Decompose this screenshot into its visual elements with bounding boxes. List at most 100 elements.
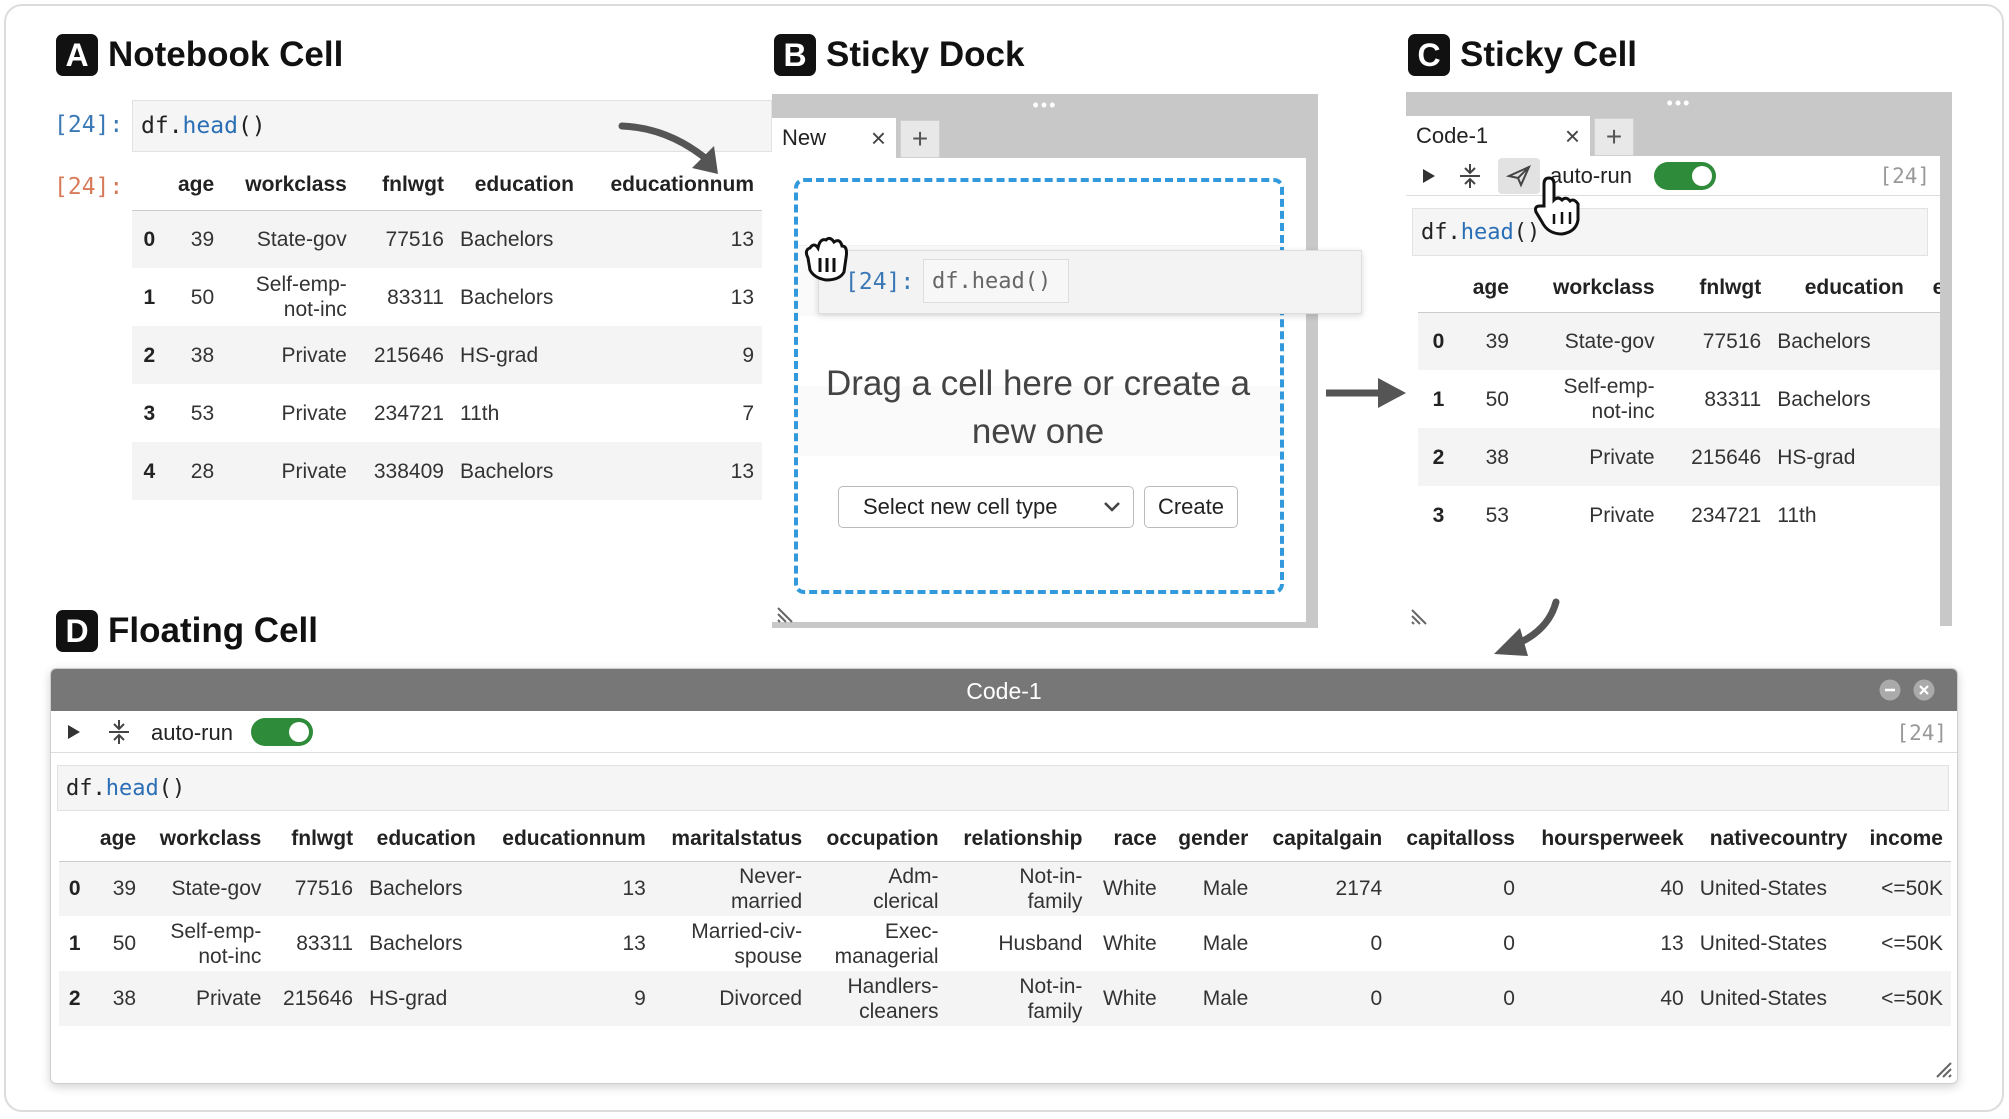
tab-close-icon[interactable]: × [1564,120,1580,151]
table-cell: Private [281,459,347,483]
column-header: occupation [826,826,939,850]
row-index: 4 [143,459,156,483]
minimize-icon[interactable] [1879,679,1901,701]
table-cell: 9 [742,343,754,367]
sticky-code-editor[interactable]: df.head() [1412,208,1928,256]
tab-new[interactable]: New × [772,118,896,158]
output-prompt: [24]: [54,174,124,200]
add-tab-button[interactable]: + [1594,118,1634,156]
autorun-toggle[interactable] [1654,162,1716,190]
column-header: capitalloss [1406,826,1515,850]
dragged-cell-prompt: [24]: [845,269,915,295]
table-cell: 39 [1485,329,1509,353]
row-index: 0 [68,877,81,901]
resize-handle-icon[interactable] [1410,604,1432,626]
row-index: 1 [143,285,156,309]
table-cell: 338409 [373,459,444,483]
row-index: 3 [143,401,156,425]
table-cell: Bachelors [1777,387,1871,411]
notebook-code-cell[interactable]: df.head() [132,100,772,152]
panel-a-badge: A [56,34,98,76]
code-function: head [1460,220,1514,245]
table-cell [1912,370,1940,428]
table-cell: 0 [1503,877,1515,901]
dock-drag-handle[interactable]: ••• [1032,95,1058,115]
add-tab-button[interactable]: + [900,120,940,158]
panel-a-title: A Notebook Cell [56,34,343,76]
send-button[interactable] [1498,158,1540,194]
sticky-drag-handle[interactable]: ••• [1666,93,1692,113]
run-icon[interactable] [67,724,81,740]
cell-type-select[interactable]: Select new cell type [838,486,1134,528]
input-prompt: [24]: [54,112,124,138]
column-header: fnlwgt [291,826,354,850]
autorun-toggle[interactable] [251,718,313,746]
table-cell: Not-in-family [1019,974,1083,1023]
table-cell: Private [1589,445,1655,469]
table-cell: United-States [1699,987,1827,1010]
panel-b-title: B Sticky Dock [774,34,1024,76]
collapse-icon[interactable] [107,718,131,746]
table-cell: 28 [190,459,215,483]
table-cell: Self-emp-not-inc [1563,375,1655,423]
flow-arrow-down [1494,598,1560,656]
close-window-icon[interactable] [1913,679,1935,701]
row-index: 0 [1432,329,1445,353]
floating-titlebar[interactable]: Code-1 [51,669,1957,711]
tab-code-1-label: Code-1 [1416,123,1489,148]
row-index: 2 [1432,445,1445,469]
dragged-cell-code: df.head() [923,259,1069,303]
tab-close-icon[interactable]: × [870,122,886,153]
sticky-toolbar: auto-run [24] [1406,156,1940,196]
column-header: fnlwgt [1699,275,1762,299]
drop-zone[interactable] [794,178,1284,594]
dragged-cell[interactable]: [24]: df.head() [818,250,1362,314]
table-cell: White [1102,932,1157,955]
code-object: df. [66,776,106,801]
run-icon[interactable] [1422,168,1436,184]
table-cell: United-States [1699,877,1827,901]
column-header: education [474,172,574,196]
table-cell: 13 [622,877,646,901]
table-cell: 77516 [294,877,354,901]
column-header: age [99,826,137,850]
row-index: 2 [143,343,156,367]
exec-count: [24] [1879,164,1930,188]
column-header: workclass [245,172,347,196]
table-cell: 53 [1485,503,1509,527]
table-cell: HS-grad [1777,445,1856,469]
tab-code-1[interactable]: Code-1 × [1406,116,1590,156]
table-cell: 9 [634,987,646,1010]
table-cell: 234721 [373,401,444,425]
table-cell: 83311 [296,932,354,955]
table-cell: 38 [1485,445,1509,469]
table-cell: HS-grad [369,987,448,1010]
table-cell: 13 [730,227,754,251]
table-cell: 38 [112,987,137,1010]
column-header [59,817,89,861]
column-header [132,160,163,210]
table-cell: Private [281,343,347,367]
pointer-hand-icon [1534,176,1580,236]
column-header: workclass [159,826,262,850]
floating-code-editor[interactable]: df.head() [57,765,1949,811]
collapse-icon[interactable] [1458,162,1482,190]
panel-d-badge: D [56,610,98,652]
sticky-cell-panel: ••• Code-1 × + auto-run [24] df.head() a… [1406,92,1952,626]
table-cell: State-gov [171,877,262,901]
column-header: edu [1932,275,1940,299]
table-cell: 39 [112,877,137,901]
table-cell: 50 [190,285,215,309]
resize-handle-icon[interactable] [776,602,798,624]
table-cell: Not-in-family [1019,864,1083,913]
table-cell: 50 [1485,387,1509,411]
table-cell: 234721 [1691,503,1762,527]
resize-handle-icon[interactable] [1931,1057,1953,1079]
table-cell: <=50K [1881,877,1943,901]
create-button[interactable]: Create [1144,486,1238,528]
